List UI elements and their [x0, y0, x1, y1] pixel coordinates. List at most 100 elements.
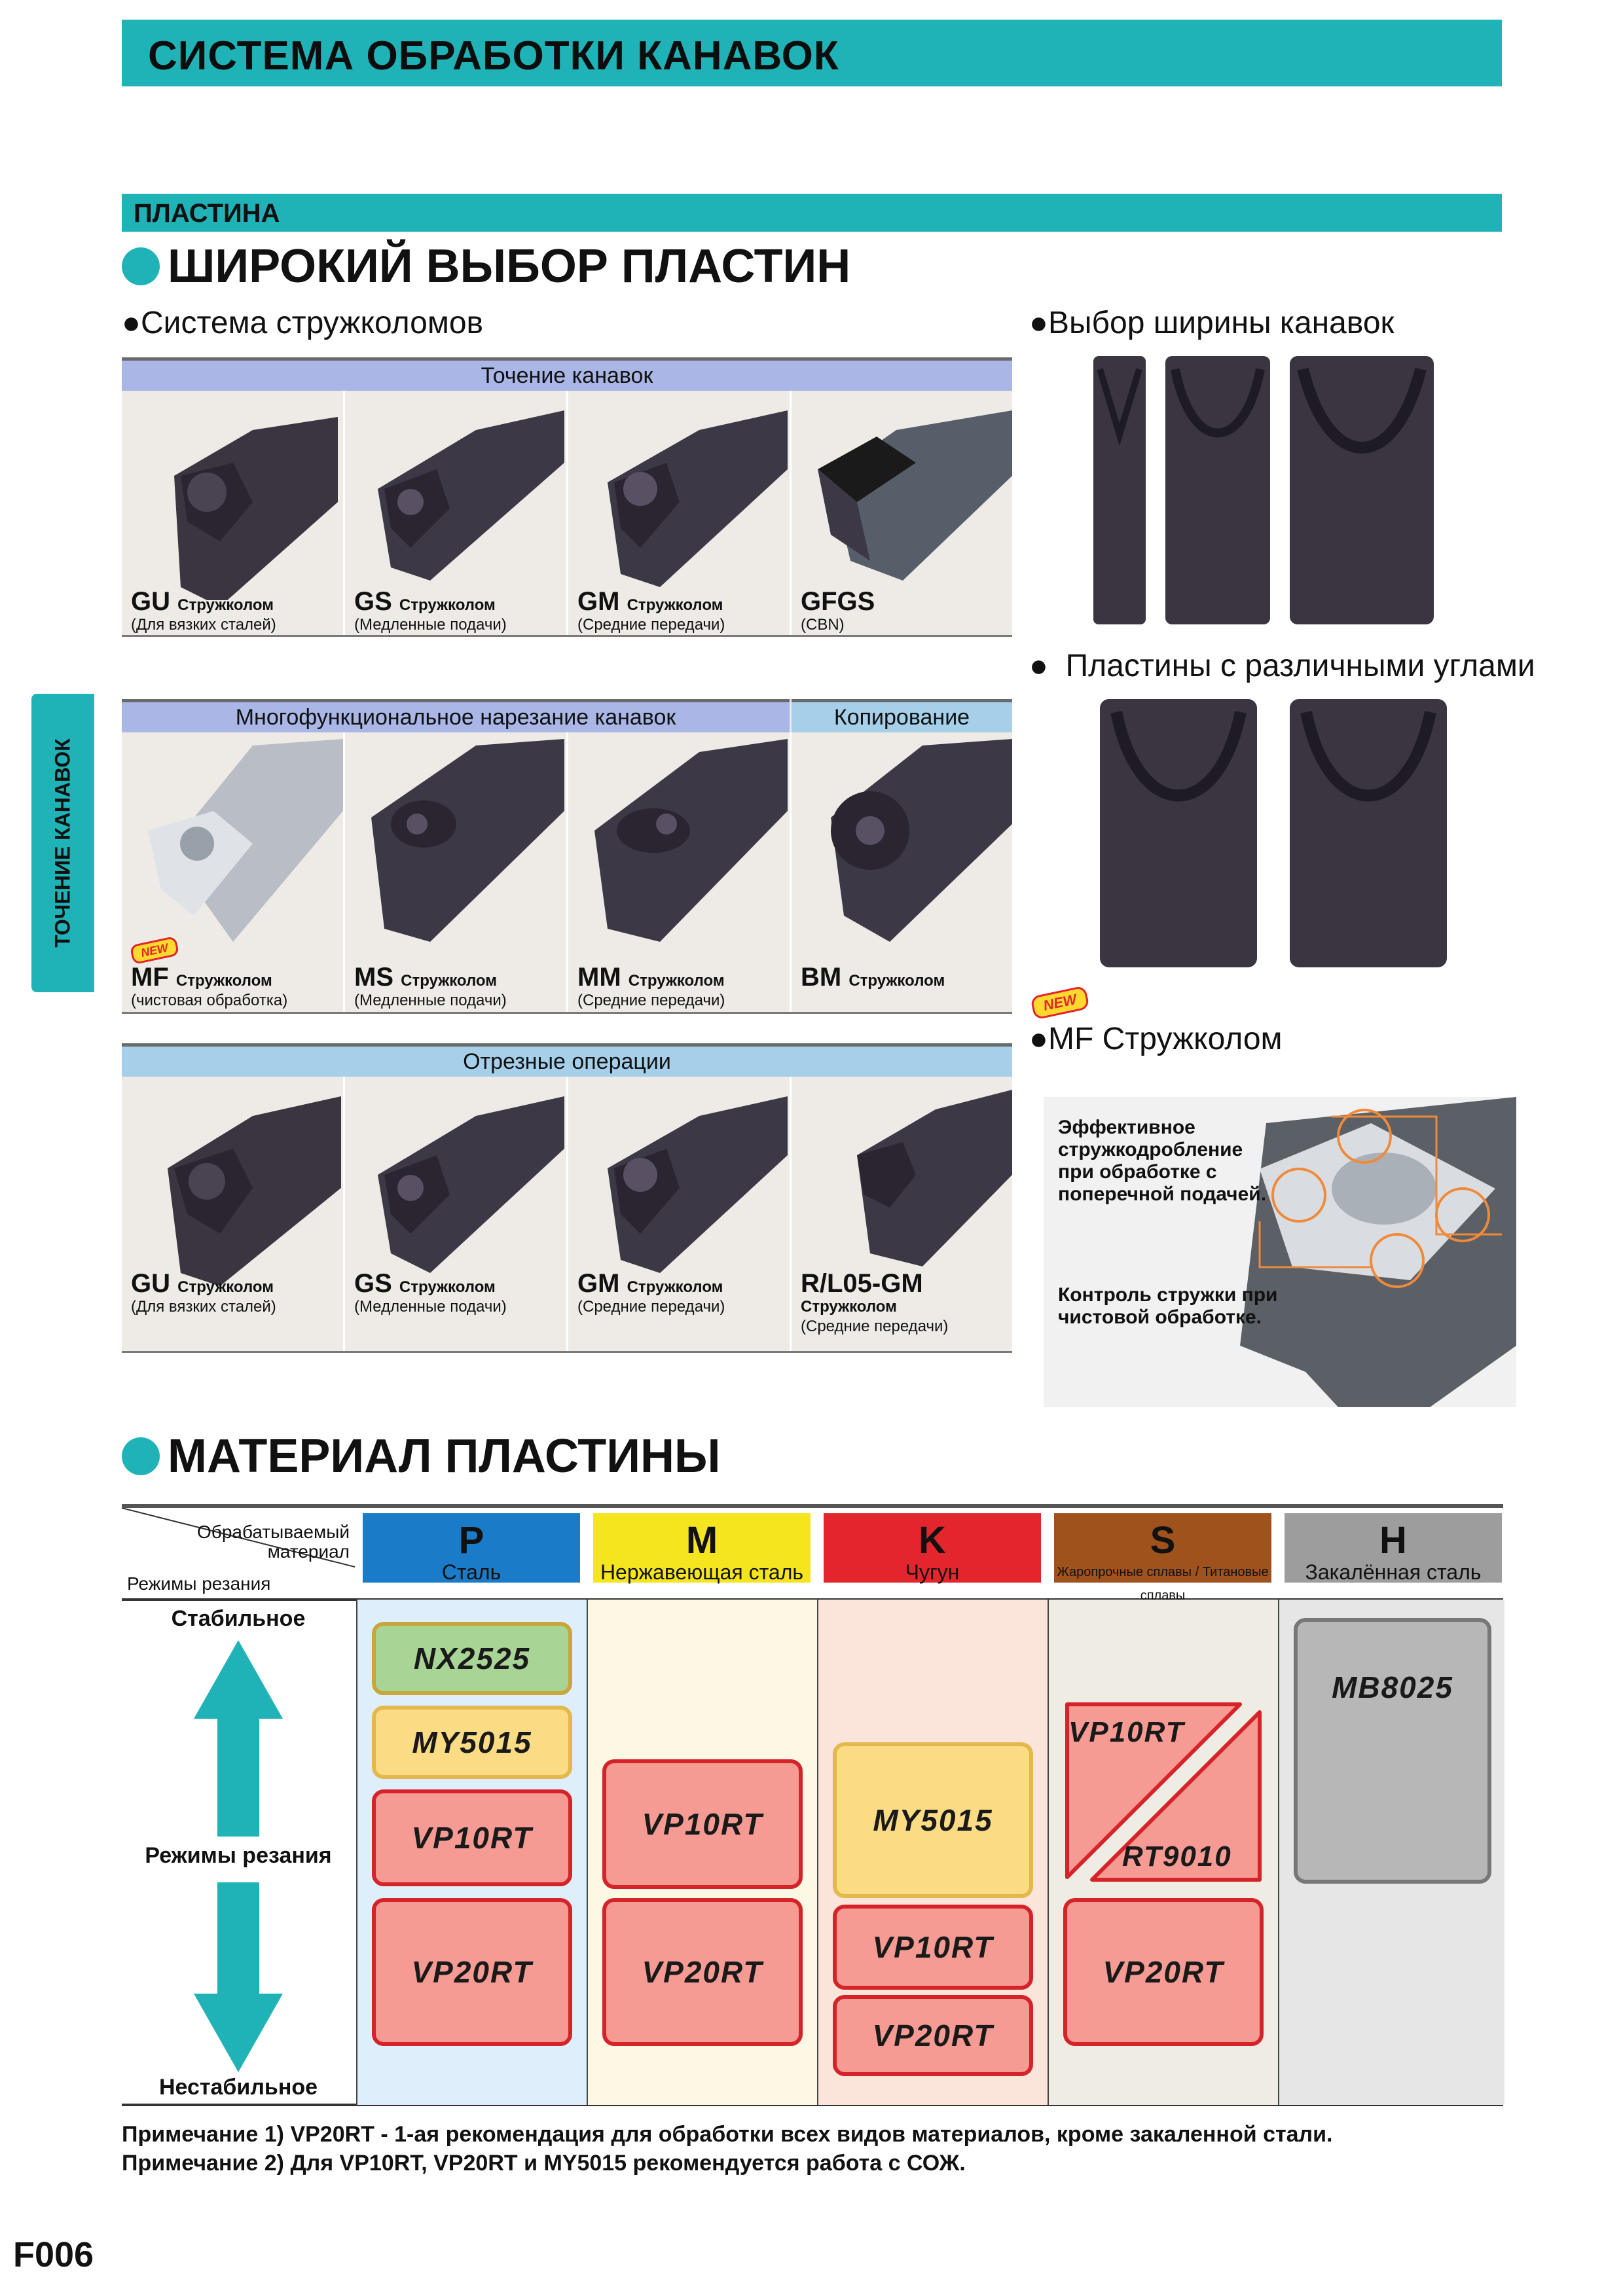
material-title: МАТЕРИАЛ ПЛАСТИНЫ — [168, 1430, 721, 1482]
material-col-K: MY5015 VP10RT VP20RT — [817, 1600, 1048, 2105]
side-tab[interactable]: ТОЧЕНИЕ КАНАВОК — [31, 694, 94, 992]
code-label: GU — [131, 1269, 170, 1298]
mf-illustration: Эффективное стружкодробление при обработ… — [1044, 1097, 1516, 1407]
grade-badge[interactable]: VP10RT — [602, 1759, 803, 1889]
multi-header: Многофункциональное нарезание канавок — [122, 699, 790, 732]
insert-image-icon — [168, 1096, 341, 1286]
grade-badge[interactable]: MB8025 — [1294, 1618, 1491, 1884]
width-heading: ●Выбор ширины канавок — [1029, 306, 1395, 340]
material-col-P: NX2525 MY5015 VP10RT VP20RT — [356, 1600, 587, 2105]
material-col-M: VP10RT VP20RT — [587, 1600, 817, 2105]
multi-grid: Многофункциональное нарезание канавок Ко… — [122, 699, 1012, 1014]
corner-top-label: Обрабатываемый материал — [197, 1522, 350, 1562]
mode-label: Режимы резания — [145, 1843, 332, 1868]
grooving-header: Точение канавок — [122, 357, 1012, 391]
page-title: СИСТЕМА ОБРАБОТКИ КАНАВОК — [148, 33, 839, 79]
mf-title: MF Стружколом — [1048, 1022, 1283, 1056]
insert-range-heading: ШИРОКИЙ ВЫБОР ПЛАСТИН — [122, 240, 850, 293]
mf-note-2: Контроль стружки при чистовой обработке. — [1058, 1284, 1278, 1328]
code-label: BM — [801, 963, 842, 992]
material-swatch — [593, 1513, 811, 1583]
parting-item[interactable]: GM Стружколом (Средние передачи) — [568, 1077, 792, 1351]
table-bottom-border — [122, 2104, 1503, 2106]
multi-item[interactable]: MM Стружколом (Средние передачи) — [568, 732, 792, 1012]
grade-badge[interactable]: VP10RT — [833, 1905, 1033, 1990]
grade-badge[interactable]: VP10RT — [372, 1789, 572, 1886]
grade-badge[interactable]: VP20RT — [1063, 1898, 1264, 2046]
corner-header: Обрабатываемый материал Режимы резания — [122, 1508, 355, 1600]
arrow-up-icon — [194, 1640, 283, 1837]
material-table: Обрабатываемый материал Режимы резания С… — [122, 1504, 1504, 2106]
grade-badge[interactable]: VP20RT — [602, 1898, 803, 2046]
grooving-item[interactable]: GS Стружколом (Медленные подачи) — [345, 391, 568, 635]
suffix-label: Стружколом — [177, 1278, 274, 1296]
multi-item[interactable]: NEW MF Стружколом (чистовая обработка) — [122, 732, 345, 1012]
material-swatch — [824, 1513, 1041, 1583]
suffix-label: Стружколом — [628, 972, 725, 990]
material-swatch — [1285, 1513, 1502, 1583]
grooving-item[interactable]: GU Стружколом (Для вязких сталей) — [122, 391, 345, 635]
section-label: ПЛАСТИНА — [134, 199, 280, 228]
note-2: Примечание 2) Для VP10RT, VP20RT и MY501… — [122, 2151, 966, 2176]
material-col-H: MB8025 — [1278, 1600, 1504, 2105]
grooving-item[interactable]: GM Стружколом (Средние передачи) — [568, 391, 792, 635]
insert-image-icon — [831, 739, 1012, 942]
grade-label[interactable]: RT9010 — [1122, 1840, 1232, 1873]
cutting-mode-axis: Стабильное Режимы резания Нестабильное — [122, 1601, 355, 2104]
code-label: R/L05-GM — [801, 1269, 923, 1298]
code-label: GM — [577, 587, 620, 616]
insert-image-icon — [608, 410, 788, 587]
parting-item[interactable]: R/L05-GM Стружколом (Средние передачи) — [792, 1077, 1012, 1351]
code-label: MF — [131, 963, 169, 992]
grade-badge[interactable]: VP20RT — [833, 1995, 1033, 2076]
grade-badge[interactable]: NX2525 — [372, 1622, 572, 1695]
grade-badge[interactable]: MY5015 — [372, 1706, 572, 1779]
grade-badge[interactable]: VP20RT — [372, 1898, 572, 2046]
desc-label: (CBN) — [801, 616, 845, 634]
code-label: GFGS — [801, 587, 875, 616]
code-label: GS — [354, 587, 392, 616]
corner-bottom-label: Режимы резания — [127, 1573, 271, 1594]
insert-image-icon — [174, 417, 338, 600]
desc-label: (чистовая обработка) — [131, 992, 288, 1009]
chipbreaker-title: Система стружколомов — [141, 306, 484, 340]
corner-diagonal — [122, 1508, 355, 1568]
mf-heading: ●MF Стружколом — [1029, 1022, 1283, 1056]
angle-title: Пластины с различными углами — [1065, 649, 1535, 683]
copy-item[interactable]: BM Стружколом — [792, 732, 1012, 1012]
table-border — [122, 1504, 1503, 1508]
material-col-S: VP10RT RT9010 VP20RT — [1048, 1600, 1278, 2105]
note-1: Примечание 1) VP20RT - 1-ая рекомендация… — [122, 2122, 1333, 2147]
insert-image-icon — [371, 739, 564, 942]
insert-image-icon — [818, 410, 1012, 581]
stable-label: Стабильное — [171, 1606, 306, 1631]
desc-label: (Для вязких сталей) — [131, 1298, 276, 1316]
grooving-item[interactable]: GFGS (CBN) — [792, 391, 1012, 635]
multi-item[interactable]: MS Стружколом (Медленные подачи) — [345, 732, 568, 1012]
parting-item[interactable]: GS Стружколом (Медленные подачи) — [345, 1077, 568, 1351]
parting-grid: Отрезные операции GU Стружколом (Для вяз… — [122, 1043, 1012, 1353]
insert-image-icon — [857, 1090, 1012, 1266]
parting-item[interactable]: GU Стружколом (Для вязких сталей) — [122, 1077, 345, 1351]
insert-range-title: ШИРОКИЙ ВЫБОР ПЛАСТИН — [168, 240, 851, 293]
page-number: F006 — [13, 2235, 94, 2274]
grade-badge[interactable]: MY5015 — [833, 1742, 1033, 1898]
desc-label: (Средние передачи) — [577, 616, 725, 634]
code-label: GS — [354, 1269, 392, 1298]
grade-label[interactable]: VP10RT — [1068, 1716, 1185, 1748]
grooving-grid: Точение канавок GU Стружколом (Для вязки… — [122, 357, 1012, 637]
insert-image-icon — [594, 739, 788, 942]
teal-dot-icon — [122, 1437, 160, 1475]
desc-label: (Медленные подачи) — [354, 1298, 507, 1316]
angle-inserts-image — [1100, 699, 1447, 967]
desc-label: (Средние передачи) — [801, 1318, 949, 1335]
split-grade-badge — [1065, 1702, 1262, 1882]
arrow-down-icon — [194, 1882, 283, 2072]
suffix-label: Стружколом — [175, 972, 272, 990]
